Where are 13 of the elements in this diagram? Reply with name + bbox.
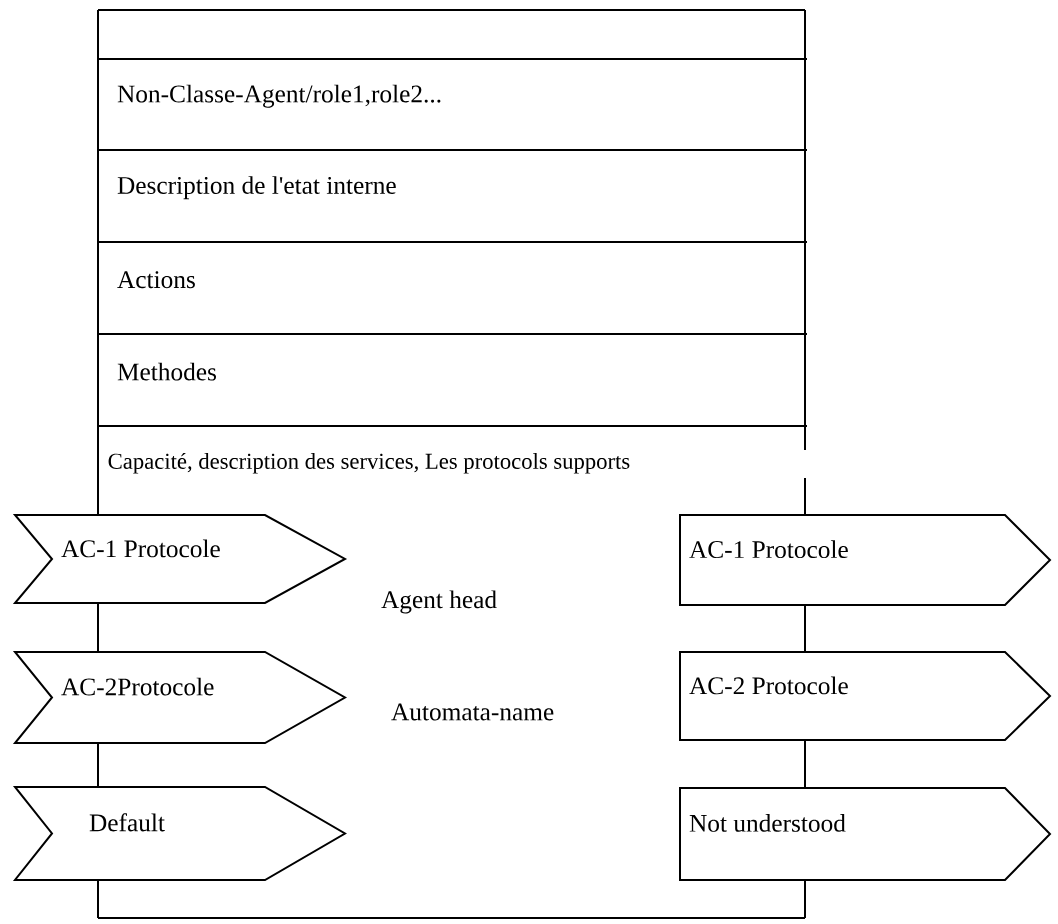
compartment-row: Methodes (97, 362, 808, 427)
text-label: Agent head (381, 590, 497, 614)
text-label: Automata-name (391, 703, 554, 721)
protocol-chevron: AC-2 Protocole (679, 651, 1052, 741)
protocol-chevron: AC-2Protocole (12, 651, 348, 744)
protocol-chevron: AC-1 Protocole (12, 514, 348, 604)
protocol-chevron: Not understood (679, 787, 1052, 881)
compartment-row: Actions (97, 271, 808, 335)
protocol-chevron: Default (12, 786, 347, 881)
compartment-row: Non-Classe-Agent/role1,role2... (97, 84, 808, 151)
compartment-row: Capacité, description des services, Les protocols supports (108, 452, 630, 474)
compartment-row: Description de l'etat interne (97, 176, 808, 243)
protocol-chevron: AC-1 Protocole (679, 514, 1052, 606)
